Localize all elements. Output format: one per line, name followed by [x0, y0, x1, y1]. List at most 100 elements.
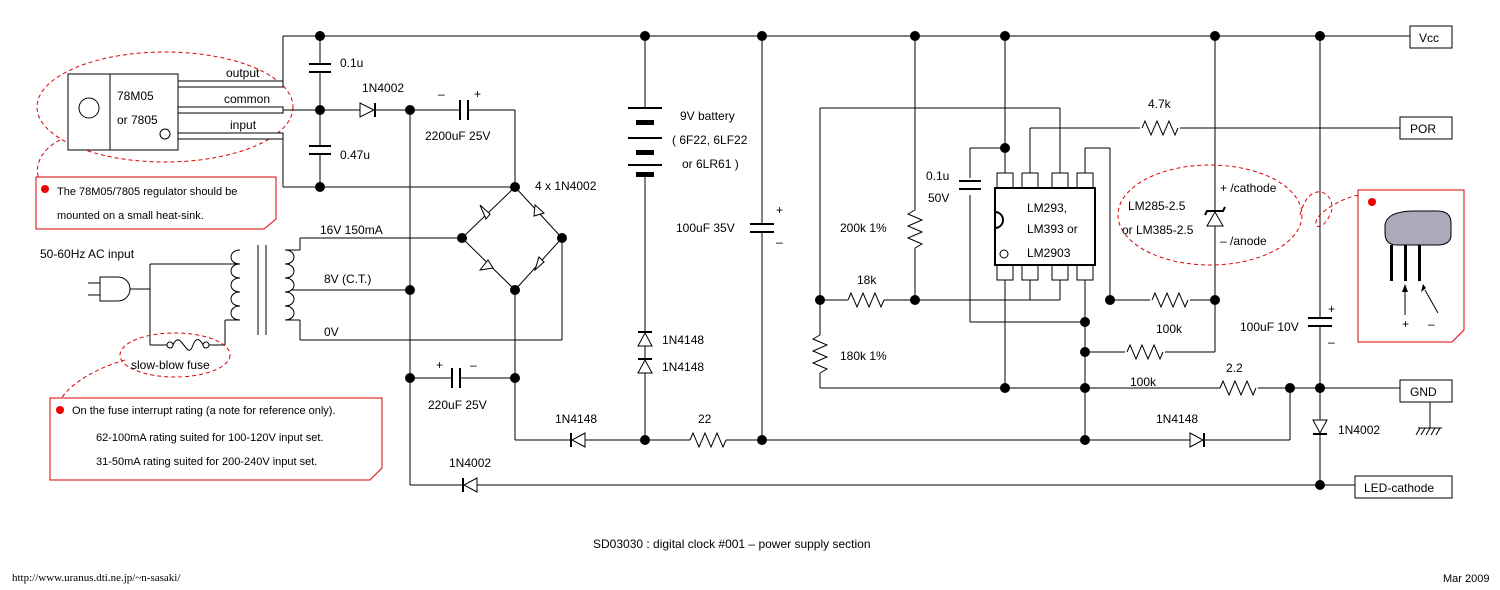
- svg-text:1N4002: 1N4002: [1338, 423, 1380, 437]
- resistor-100k-a: 100k: [1151, 291, 1189, 336]
- svg-text:200k 1%: 200k 1%: [840, 221, 887, 235]
- battery-9v: 9V battery ( 6F22, 6LF22 or 6LR61 ): [628, 36, 748, 440]
- svg-text:4.7k: 4.7k: [1148, 97, 1172, 111]
- svg-text:LED-cathode: LED-cathode: [1364, 481, 1434, 495]
- svg-text:LM2903: LM2903: [1027, 246, 1071, 260]
- svg-text:50-60Hz AC input: 50-60Hz AC input: [40, 247, 135, 261]
- svg-text:–: –: [470, 358, 477, 372]
- cap-100uf-35v: + – 100uF 35V: [676, 36, 783, 440]
- cap-2200uf: – + 2200uF 25V: [410, 87, 516, 187]
- svg-text:output: output: [226, 66, 260, 80]
- svg-text:1N4002: 1N4002: [362, 81, 404, 95]
- svg-text:1N4148: 1N4148: [662, 333, 704, 347]
- terminal-gnd: GND: [1399, 379, 1453, 403]
- bridge-rectifier: 4 x 1N4002: [461, 179, 597, 291]
- svg-text:50V: 50V: [928, 191, 949, 205]
- svg-text:100k: 100k: [1130, 375, 1157, 389]
- svg-text:16V 150mA: 16V 150mA: [320, 223, 383, 237]
- date-stamp: Mar 2009: [1443, 573, 1489, 585]
- svg-text:180k 1%: 180k 1%: [840, 349, 887, 363]
- diode-1n4002-gnd: 1N4002: [1312, 419, 1380, 485]
- svg-text:LM285-2.5: LM285-2.5: [1128, 199, 1186, 213]
- ground-icon: [1415, 400, 1442, 436]
- author-url: http://www.uranus.dti.ne.jp/~n-sasaki/: [12, 572, 181, 584]
- svg-text:100uF 35V: 100uF 35V: [676, 221, 735, 235]
- svg-text:common: common: [224, 92, 270, 106]
- svg-text:0V: 0V: [324, 325, 339, 339]
- cap-220uf: + – 220uF 25V: [410, 358, 515, 412]
- cap-0.1u-50v: 0.1u 50V: [926, 169, 981, 205]
- svg-text:0.1u: 0.1u: [340, 56, 363, 70]
- svg-text:4 x 1N4002: 4 x 1N4002: [535, 179, 597, 193]
- regulator-78m05: 78M05 or 7805 output common input: [36, 51, 294, 163]
- svg-text:or 7805: or 7805: [117, 113, 158, 127]
- svg-text:GND: GND: [1410, 385, 1437, 399]
- junctions: [315, 31, 1325, 490]
- terminal-por: POR: [1399, 116, 1453, 140]
- svg-text:+: +: [474, 87, 481, 101]
- diode-1n4002-led: 1N4002: [449, 456, 491, 493]
- svg-text:100k: 100k: [1156, 322, 1183, 336]
- svg-text:or LM385-2.5: or LM385-2.5: [1122, 223, 1194, 237]
- terminal-vcc: Vcc: [1409, 25, 1453, 49]
- svg-text:1N4002: 1N4002: [449, 456, 491, 470]
- resistor-2.2: 2.2: [1219, 361, 1257, 397]
- svg-text:2.2: 2.2: [1226, 361, 1243, 375]
- svg-text:1N4148: 1N4148: [662, 360, 704, 374]
- svg-text:9V battery: 9V battery: [680, 109, 735, 123]
- svg-text:62-100mA rating suited for 100: 62-100mA rating suited for 100-120V inpu…: [96, 432, 323, 444]
- cap-100uf-10v: + – 100uF 10V: [1240, 36, 1335, 420]
- terminal-led-cathode: LED-cathode: [1354, 475, 1453, 499]
- diodes-1n4148-pair: 1N4148 1N4148: [637, 331, 704, 374]
- svg-text:+: +: [1402, 317, 1409, 331]
- svg-text:78M05: 78M05: [117, 89, 154, 103]
- resistor-100k-b: 100k: [1126, 343, 1164, 389]
- svg-text:18k: 18k: [857, 273, 877, 287]
- svg-text:220uF 25V: 220uF 25V: [428, 398, 487, 412]
- svg-text:POR: POR: [1410, 122, 1436, 136]
- diode-1n4148-right: 1N4148: [1085, 388, 1291, 448]
- cap-0.1u: 0.1u: [309, 36, 363, 110]
- ac-plug: 50-60Hz AC input: [40, 247, 240, 346]
- svg-text:–: –: [1328, 335, 1335, 349]
- svg-text:input: input: [230, 118, 257, 132]
- svg-text:22: 22: [698, 412, 712, 426]
- svg-text:mounted on a small heat-sink.: mounted on a small heat-sink.: [57, 210, 204, 222]
- resistor-22: 22: [689, 412, 727, 449]
- svg-text:– /anode: – /anode: [1220, 234, 1267, 248]
- svg-text:31-50mA rating suited for 200-: 31-50mA rating suited for 200-240V input…: [96, 456, 317, 468]
- svg-text:–: –: [776, 235, 783, 249]
- svg-text:( 6F22, 6LF22: ( 6F22, 6LF22: [672, 133, 748, 147]
- svg-text:Vcc: Vcc: [1419, 31, 1439, 45]
- svg-text:–: –: [438, 87, 445, 101]
- resistor-4.7k: 4.7k: [1141, 97, 1179, 137]
- svg-text:0.47u: 0.47u: [340, 148, 370, 162]
- svg-text:0.1u: 0.1u: [926, 169, 949, 183]
- svg-text:slow-blow fuse: slow-blow fuse: [131, 358, 210, 372]
- cap-0.47u: 0.47u: [309, 110, 370, 187]
- vcc-rail: [282, 35, 1410, 78]
- package-note: + –: [1299, 189, 1465, 343]
- transformer: 16V 150mA 8V (C.T.) 0V: [230, 223, 383, 340]
- svg-text:+: +: [776, 203, 783, 217]
- svg-text:8V (C.T.): 8V (C.T.): [324, 272, 371, 286]
- voltage-reference: LM285-2.5 or LM385-2.5 + /cathode – /ano…: [1117, 164, 1303, 266]
- resistor-200k: 200k 1%: [840, 36, 924, 300]
- svg-text:+: +: [436, 358, 443, 372]
- svg-text:+ /cathode: + /cathode: [1220, 181, 1277, 195]
- svg-text:On the fuse interrupt rating (: On the fuse interrupt rating (a note for…: [72, 405, 336, 417]
- svg-text:1N4148: 1N4148: [555, 412, 597, 426]
- svg-text:LM293,: LM293,: [1027, 201, 1067, 215]
- diode-1n4148-bottom: 1N4148: [555, 412, 597, 448]
- fuse-note: On the fuse interrupt rating (a note for…: [49, 359, 383, 481]
- svg-text:1N4148: 1N4148: [1156, 412, 1198, 426]
- resistor-18k: 18k: [847, 273, 885, 309]
- svg-text:The 78M05/7805 regulator shoul: The 78M05/7805 regulator should be: [57, 186, 237, 198]
- svg-text:100uF 10V: 100uF 10V: [1240, 320, 1299, 334]
- diode-1n4002-top: 1N4002: [359, 81, 404, 118]
- resistor-180k: 180k 1%: [811, 300, 887, 388]
- caption: SD03030 : digital clock #001 – power sup…: [593, 537, 871, 551]
- svg-text:+: +: [1328, 302, 1335, 316]
- fuse: slow-blow fuse: [119, 332, 231, 378]
